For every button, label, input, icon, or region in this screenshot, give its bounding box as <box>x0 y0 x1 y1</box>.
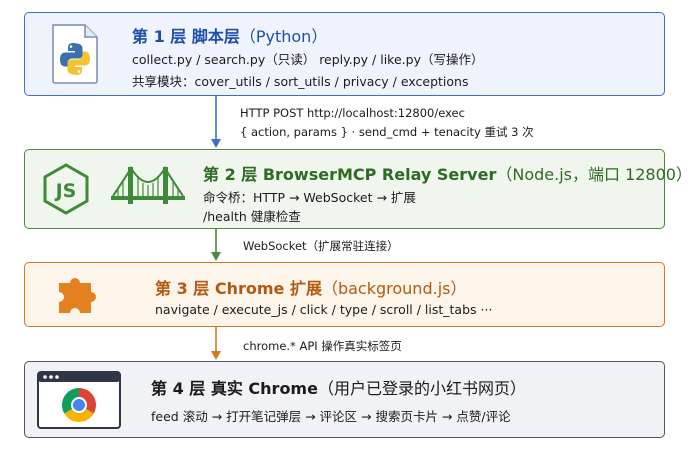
connection-3-label: chrome.* API 操作真实标签页 <box>243 339 402 353</box>
layer-3-box: 第 3 层 Chrome 扩展（background.js） navigate … <box>24 262 665 327</box>
svg-text:JS: JS <box>54 180 77 202</box>
connection-2-label: WebSocket（扩展常驻连接） <box>243 239 399 253</box>
layer-1-shared-modules: 共享模块：cover_utils / sort_utils / privacy … <box>132 74 469 89</box>
layer-4-flow: feed 滚动 → 打开笔记弹层 → 评论区 → 搜索页卡片 → 点赞/评论 <box>151 409 511 424</box>
layer-4-title: 第 4 层 真实 Chrome（用户已登录的小红书网页） <box>151 379 526 398</box>
layer-4-box: 第 4 层 真实 Chrome（用户已登录的小红书网页） feed 滚动 → 打… <box>24 361 665 438</box>
layer-2-health-check: /health 健康检查 <box>203 209 301 224</box>
python-file-icon <box>52 24 98 84</box>
bridge-icon <box>111 165 185 204</box>
arrow-3-to-4 <box>211 327 221 360</box>
nodejs-icon: JS <box>43 163 89 215</box>
connection-1-label-2: { action, params } · send_cmd + tenacity… <box>240 125 534 139</box>
arrow-2-to-3 <box>211 229 221 261</box>
layer-1-title: 第 1 层 脚本层（Python） <box>132 27 328 46</box>
layer-1-scripts: collect.py / search.py（只读） reply.py / li… <box>132 52 484 67</box>
layer-2-command-bridge: 命令桥：HTTP → WebSocket → 扩展 <box>203 190 416 205</box>
puzzle-icon <box>59 278 96 313</box>
arrow-1-to-2 <box>211 96 221 148</box>
layer-2-title: 第 2 层 BrowserMCP Relay Server（Node.js，端口… <box>203 165 690 184</box>
layer-3-title: 第 3 层 Chrome 扩展（background.js） <box>155 279 467 298</box>
layer-2-box: JS 第 2 层 BrowserMCP Relay Server（Node.js… <box>24 149 690 229</box>
chrome-window-icon <box>37 371 121 429</box>
connection-1-label-1: HTTP POST http://localhost:12800/exec <box>240 106 465 120</box>
layer-1-box: 第 1 层 脚本层（Python） collect.py / search.py… <box>24 12 665 96</box>
layer-3-actions: navigate / execute_js / click / type / s… <box>155 302 493 317</box>
